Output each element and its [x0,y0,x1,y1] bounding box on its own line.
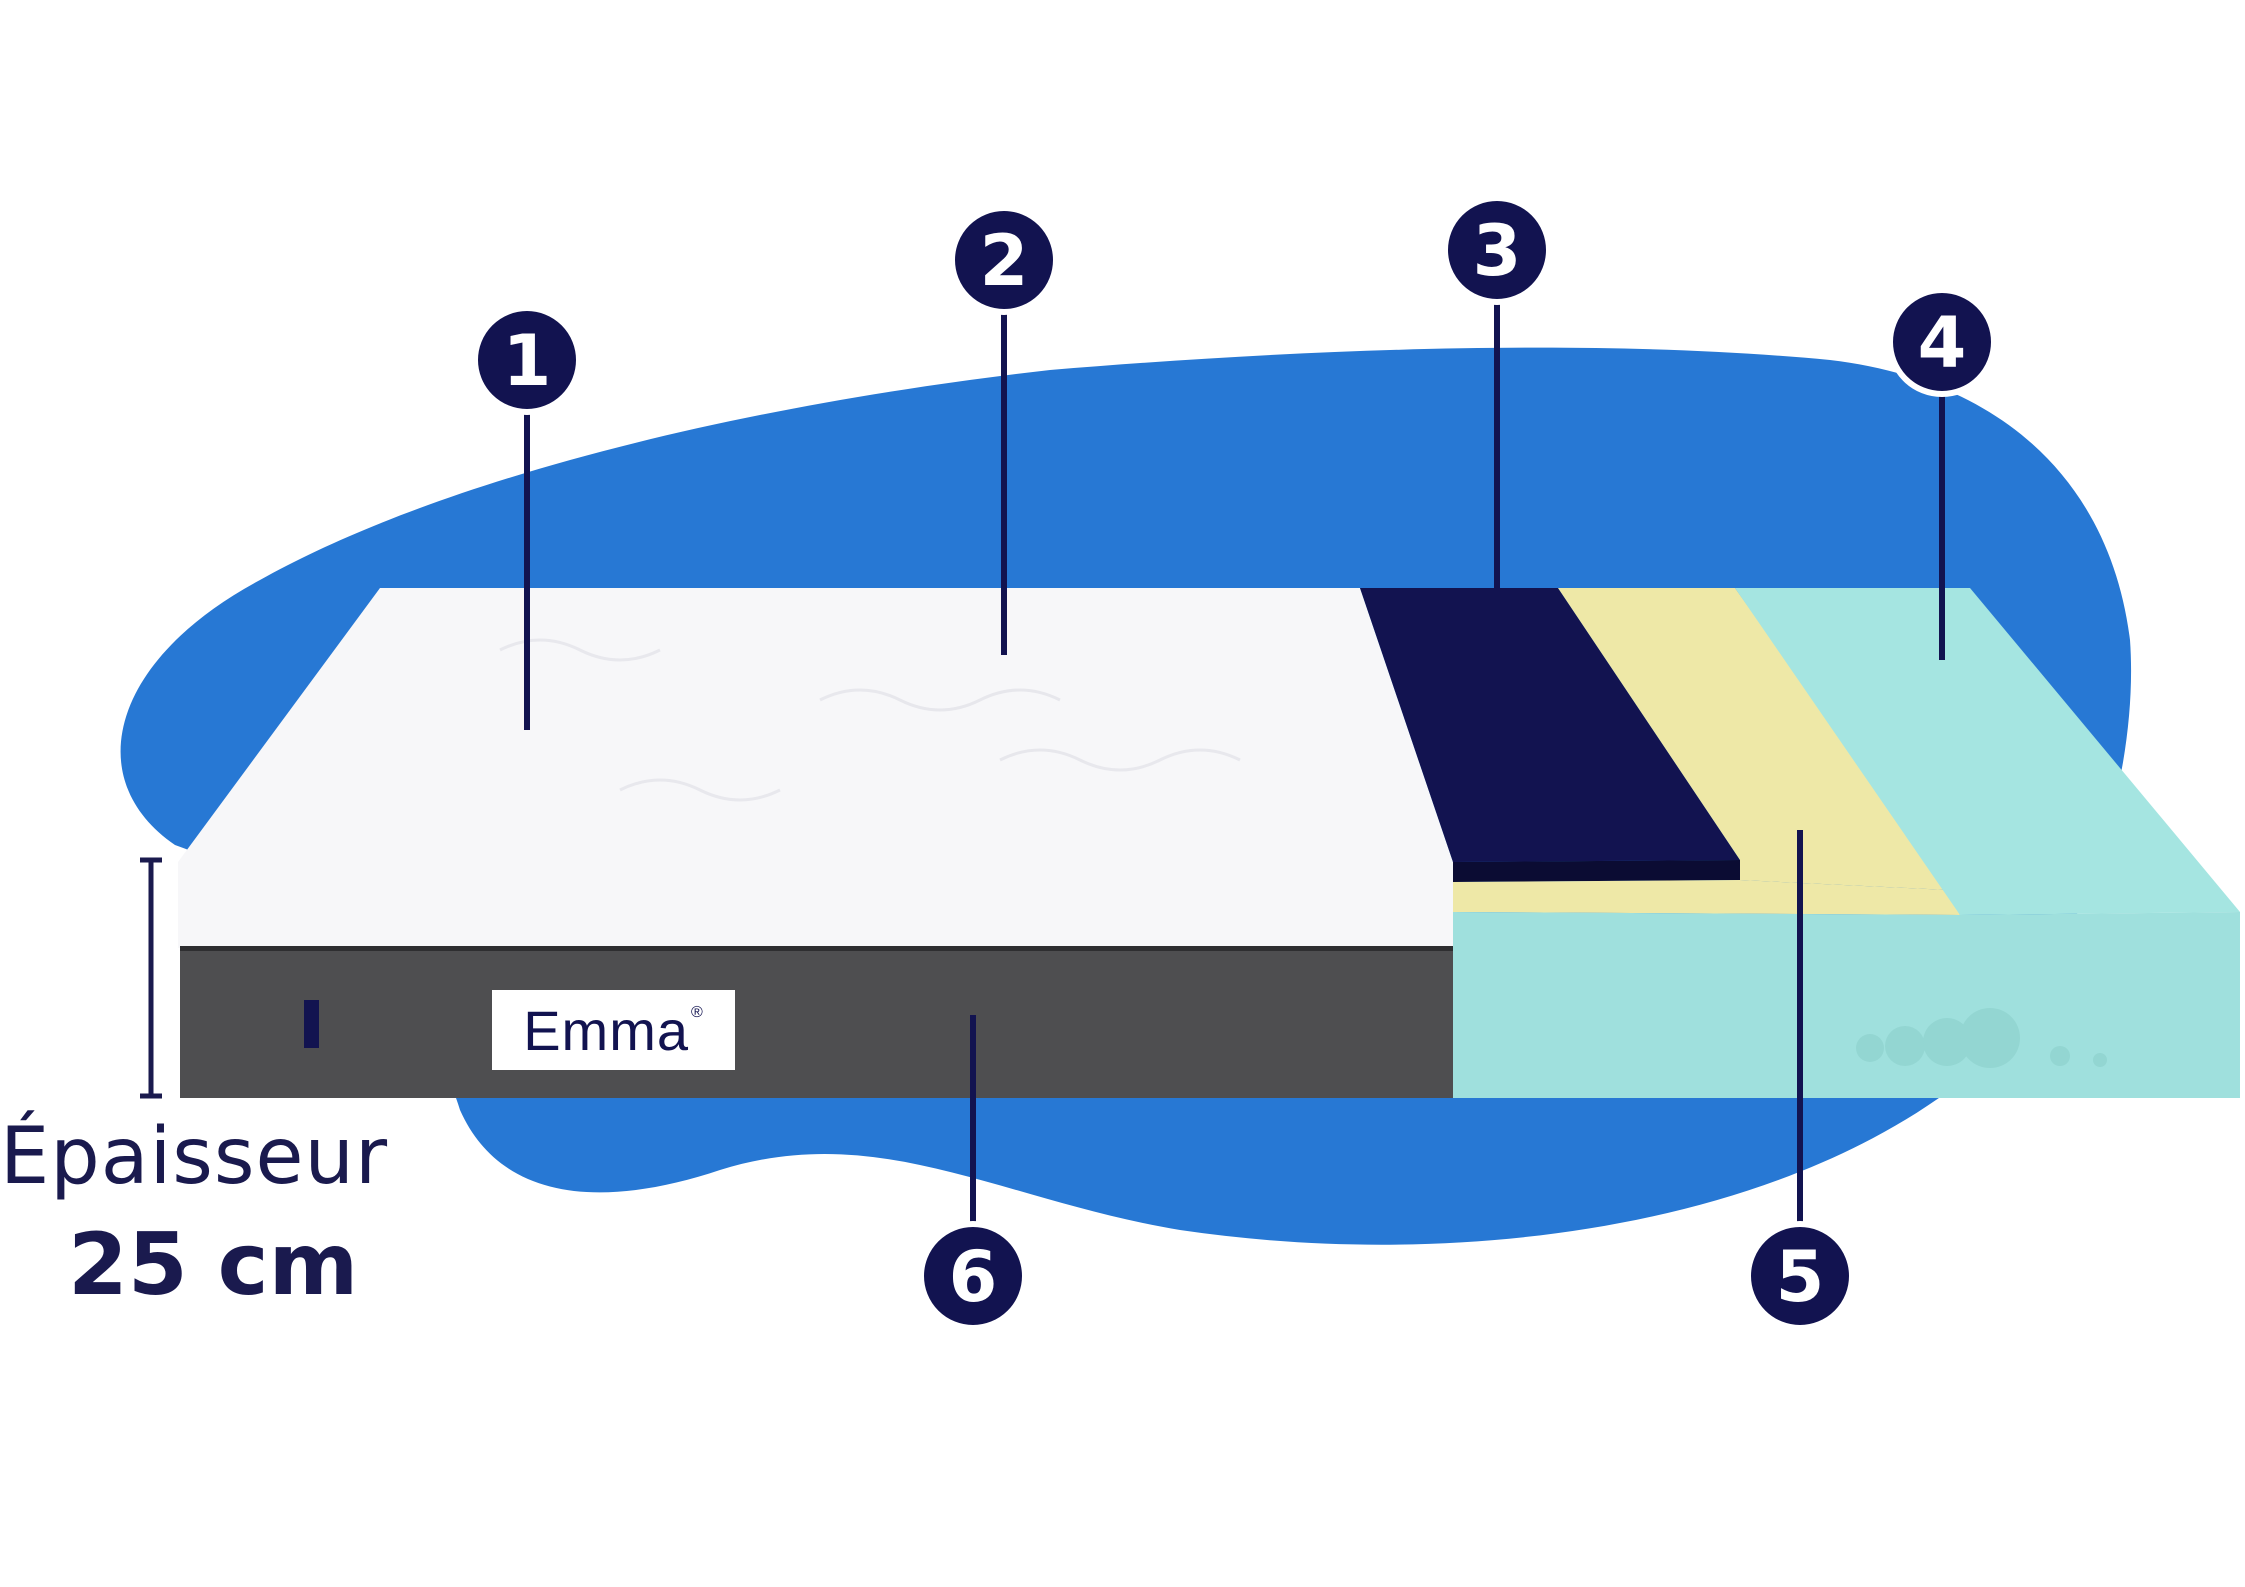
marker-badge [949,205,1059,315]
marker-number: 4 [1918,302,1967,384]
marker-number: 1 [503,320,552,402]
marker-number: 6 [949,1236,998,1318]
comfort-layer-top [178,588,1453,862]
thickness-label: Épaisseur [0,1112,389,1202]
marker-1: 1 [472,305,582,730]
middle-layer-front [1453,880,1960,915]
marker-badge [1745,1221,1855,1331]
marker-badge [1442,195,1552,305]
marker-badge [1887,287,1997,397]
middle-layer-top [1558,588,1948,890]
base-layer-front [1453,912,2240,1098]
support-layer-front [1453,860,1740,882]
marker-6: 6 [918,1015,1028,1331]
brand-name: Emma [523,998,689,1062]
marker-badge [918,1221,1028,1331]
marker-4: 4 [1887,287,1997,660]
cover-seam [180,946,1453,951]
comfort-layer-front [178,862,1453,948]
layer-markers: 1 2 3 4 5 6 [472,195,1997,1331]
mattress-cover [180,948,1453,1098]
marker-number: 2 [980,220,1029,302]
thickness-indicator [140,857,162,1099]
support-layer-top [1360,588,1740,862]
marker-2: 2 [949,205,1059,655]
marker-badge [472,305,582,415]
cover-handle [304,1000,319,1048]
marker-number: 3 [1473,210,1522,292]
marker-3: 3 [1442,195,1552,590]
brand-registered-mark: ® [691,1004,704,1021]
thickness-value: 25 cm [68,1215,359,1315]
base-layer-top [1735,588,2240,915]
base-layer-texture [1856,1008,2107,1068]
quilting-texture [499,638,1241,802]
brand-logo: Emma® [492,990,735,1070]
marker-number: 5 [1776,1236,1825,1318]
marker-5: 5 [1745,830,1855,1331]
